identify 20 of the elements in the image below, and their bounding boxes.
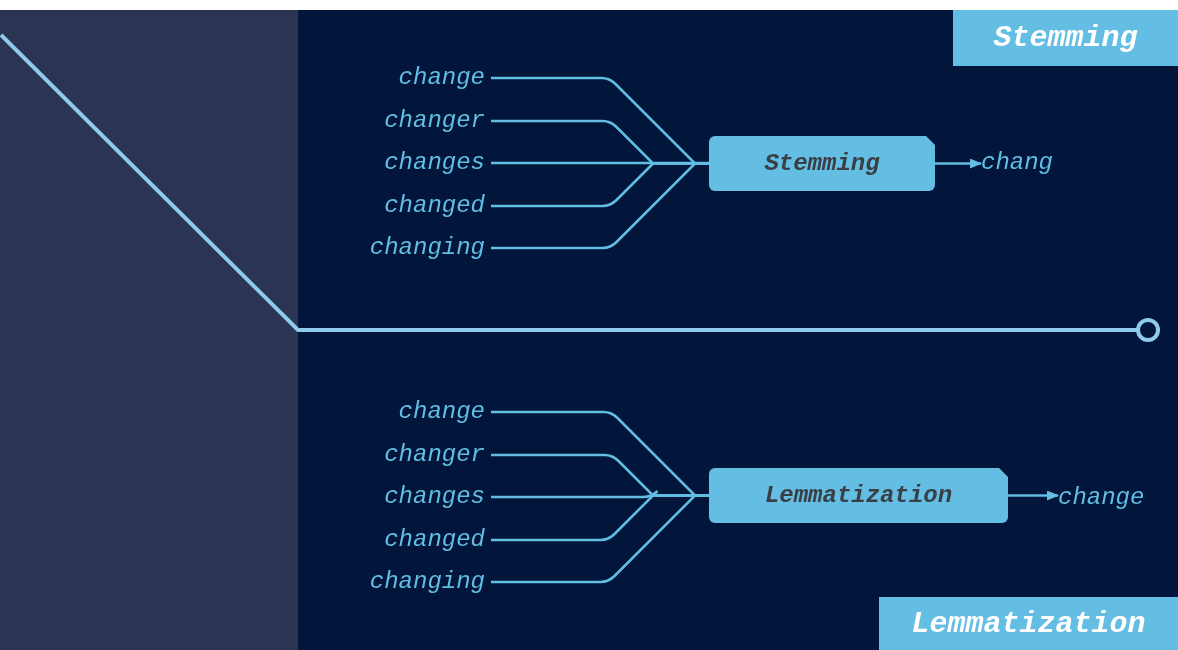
section-tag: Lemmatization	[879, 597, 1178, 650]
connector-line	[1008, 490, 1059, 501]
input-word: changer	[333, 440, 485, 470]
connector-line	[935, 158, 982, 169]
input-word: change	[333, 397, 485, 427]
section-tag: Stemming	[953, 10, 1178, 66]
connector-line	[491, 162, 709, 250]
input-word: changed	[333, 191, 485, 221]
input-word: changes	[333, 148, 485, 178]
input-word: changing	[333, 567, 485, 597]
input-word: change	[333, 63, 485, 93]
process-box: Lemmatization	[709, 468, 1008, 523]
input-word: changed	[333, 525, 485, 555]
output-word: chang	[981, 148, 1081, 178]
connector-line	[491, 494, 709, 584]
process-box: Stemming	[709, 136, 935, 191]
input-word: changes	[333, 482, 485, 512]
output-word: change	[1058, 483, 1168, 513]
input-word: changer	[333, 106, 485, 136]
input-word: changing	[333, 233, 485, 263]
